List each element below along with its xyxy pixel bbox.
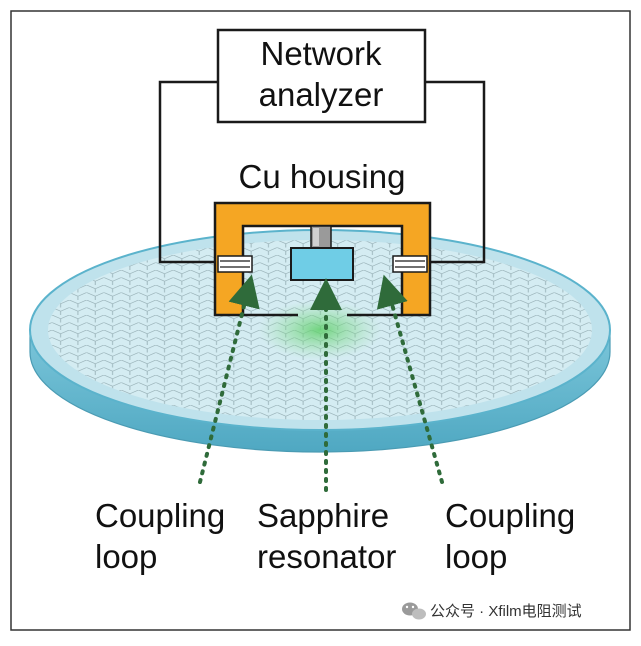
coupling-loop-left-line1: Coupling [95,497,225,534]
coupling-loop-right-line2: loop [445,538,507,575]
cu-housing-label: Cu housing [239,158,406,195]
watermark: 公众号 · Xfilm电阻测试 [402,602,582,620]
cable-right [415,80,486,264]
network-analyzer-label-line1: Network [260,35,382,72]
coupling-loop-left-line2: loop [95,538,157,575]
sapphire-label-line2: resonator [257,538,396,575]
pointer-arrows [198,274,444,492]
image-frame [10,10,631,631]
sapphire-resonator [290,225,354,281]
watermark-text: 公众号 · Xfilm电阻测试 [430,603,582,620]
sapphire-label-line1: Sapphire [257,497,389,534]
port-left [217,255,253,273]
network-analyzer-label-line2: analyzer [259,76,384,113]
arrow-coupling-right [376,274,444,484]
arrow-coupling-left [198,274,260,484]
wechat-icon [402,602,426,620]
network-analyzer-box [216,28,427,124]
field-glow [258,300,382,360]
cable-left [158,80,225,264]
port-right [392,255,428,273]
coupling-loop-right-line1: Coupling [445,497,575,534]
cables [158,80,486,264]
resonator-crystal [290,247,354,281]
